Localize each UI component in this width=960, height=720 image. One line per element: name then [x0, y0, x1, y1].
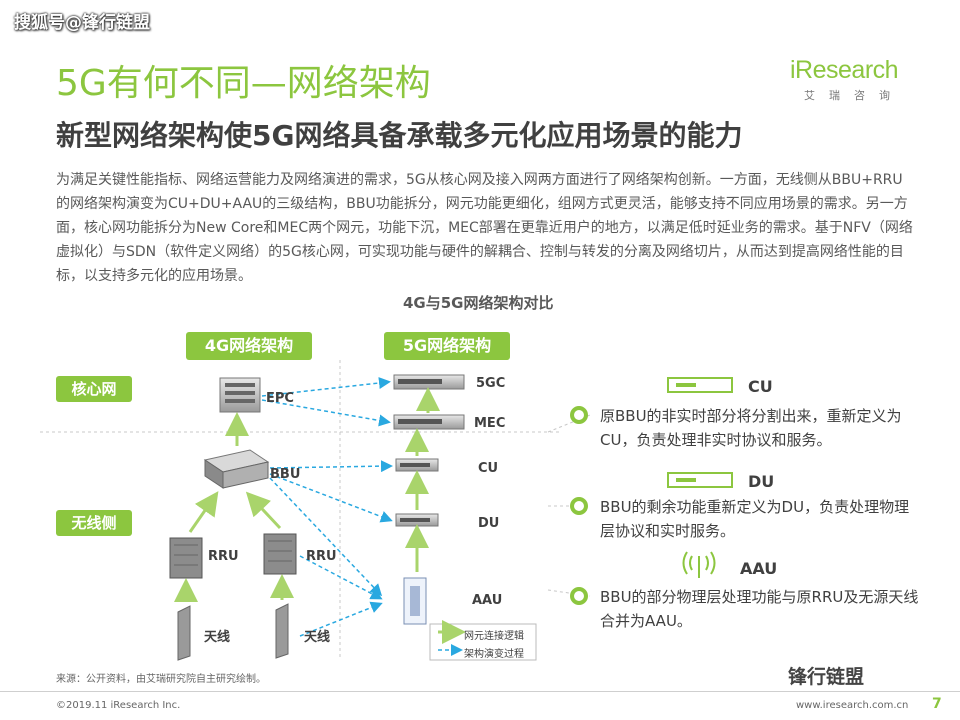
cu-server-icon	[395, 458, 439, 472]
node-label-aau: AAU	[472, 593, 503, 608]
page-subtitle: 新型网络架构使5G网络具备承载多元化应用场景的能力	[56, 119, 743, 152]
node-label-epc: EPC	[266, 391, 294, 406]
du-rack-icon	[667, 472, 733, 488]
wechat-watermark: 锋行链盟	[788, 666, 865, 688]
node-label-bbu: BBU	[270, 467, 301, 482]
rru-device-icon-1	[169, 537, 203, 579]
du-title: DU	[748, 472, 775, 491]
tag-4g-architecture: 4G网络架构	[186, 332, 312, 360]
website-url: www.iresearch.com.cn	[796, 700, 909, 711]
bbu-device-icon	[203, 449, 270, 489]
iresearch-logo: iResearch 艾瑞咨询	[790, 56, 920, 103]
node-label-rru-1: RRU	[208, 549, 239, 564]
node-label-du: DU	[478, 516, 500, 531]
node-label-antenna-2: 天线	[304, 630, 331, 645]
page-number: 7	[932, 696, 942, 712]
logo-subtext: 艾瑞咨询	[804, 89, 904, 102]
antenna-icon-1	[177, 605, 191, 661]
rru-device-icon-2	[263, 533, 297, 575]
cu-bullet-icon	[570, 406, 588, 424]
node-label-cu: CU	[478, 461, 499, 476]
node-label-5gc: 5GC	[476, 376, 506, 391]
mec-server-icon	[393, 414, 465, 430]
side-label-core-network: 核心网	[56, 376, 132, 402]
cu-title: CU	[748, 377, 773, 396]
aau-antenna-icon	[682, 551, 716, 578]
aau-device-icon	[403, 577, 427, 625]
cu-description: 原BBU的非实时部分将分割出来，重新定义为CU，负责处理非实时协议和服务。	[600, 407, 902, 449]
aau-bullet-icon	[570, 587, 588, 605]
aau-title: AAU	[740, 559, 778, 578]
node-label-mec: MEC	[474, 416, 506, 431]
epc-server-icon	[219, 377, 261, 413]
side-label-wireless: 无线侧	[56, 510, 132, 536]
legend-logic-label: 网元连接逻辑	[464, 631, 524, 642]
description-paragraph: 为满足关键性能指标、网络运营能力及网络演进的需求，5G从核心网及接入网两方面进行…	[56, 172, 913, 284]
legend-evolution-label: 架构演变过程	[464, 649, 524, 660]
tag-5g-architecture: 5G网络架构	[384, 332, 510, 360]
antenna-icon-2	[275, 603, 289, 659]
page-title: 5G有何不同—网络架构	[56, 63, 431, 104]
du-server-icon	[395, 513, 439, 527]
source-watermark: 搜狐号@锋行链盟	[14, 13, 150, 33]
copyright: ©2019.11 iResearch Inc.	[56, 700, 181, 711]
du-bullet-icon	[570, 497, 588, 515]
node-label-rru-2: RRU	[306, 549, 337, 564]
5gc-server-icon	[393, 374, 465, 390]
footer-divider	[0, 691, 960, 692]
aau-description: BBU的部分物理层处理功能与原RRU及无源天线合并为AAU。	[600, 588, 919, 630]
diagram-title: 4G与5G网络架构对比	[403, 294, 554, 312]
logo-text: iResearch	[790, 56, 899, 84]
node-label-antenna-1: 天线	[204, 630, 231, 645]
cu-rack-icon	[667, 377, 733, 393]
du-description: BBU的剩余功能重新定义为DU，负责处理物理层协议和实时服务。	[600, 498, 910, 540]
source-note: 来源：公开资料，由艾瑞研究院自主研究绘制。	[56, 674, 266, 685]
